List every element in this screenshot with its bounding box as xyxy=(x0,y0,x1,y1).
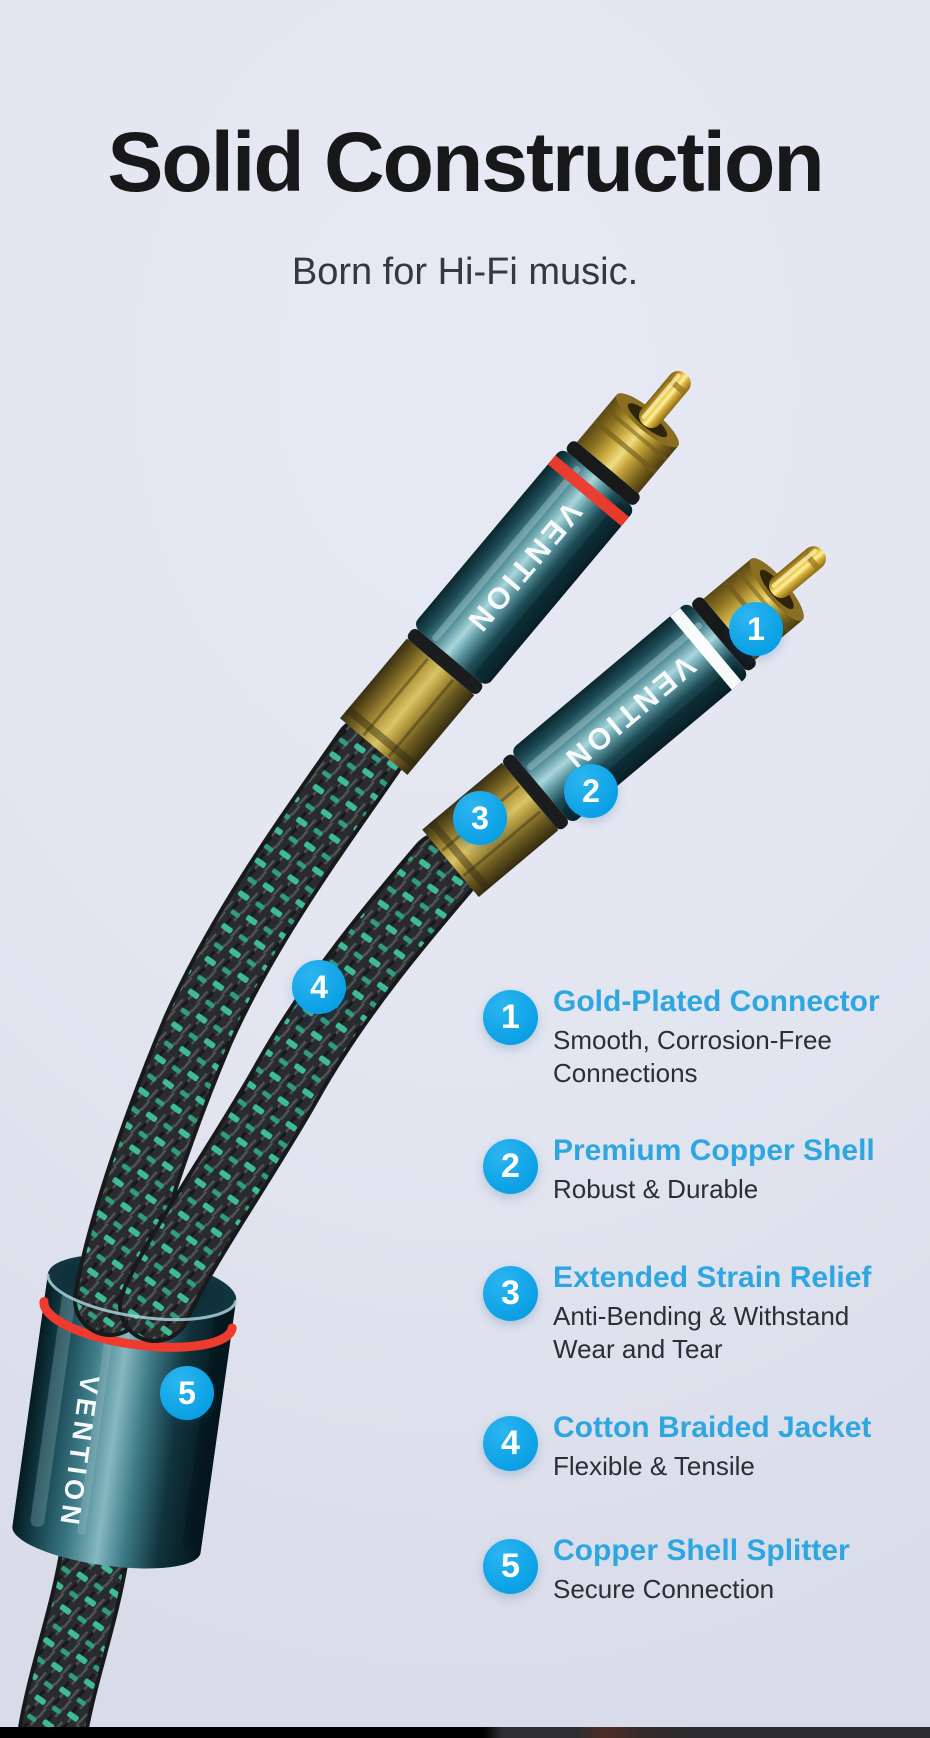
cable-splitter: VENTION xyxy=(12,1254,237,1569)
feature-description: Anti-Bending & Withstand Wear and Tear xyxy=(553,1301,850,1364)
feature-title: Cotton Braided Jacket xyxy=(553,1411,872,1444)
feature-description: Flexible & Tensile xyxy=(553,1451,755,1481)
cable-below-splitter xyxy=(17,1544,130,1738)
copper-shell-barrel xyxy=(416,450,633,684)
o-ring xyxy=(692,597,756,671)
callout-marker-5: 5 xyxy=(160,1366,214,1420)
braided-cable-2 xyxy=(118,831,481,1343)
strain-relief-brass xyxy=(340,638,475,775)
copper-shell-barrel xyxy=(513,604,747,821)
o-ring xyxy=(566,441,640,505)
splitter-front-rim xyxy=(46,1273,238,1321)
feature-title: Premium Copper Shell xyxy=(553,1134,875,1167)
page-title: Solid Construction xyxy=(107,115,824,209)
feature-description: Secure Connection xyxy=(553,1574,775,1604)
feature-title: Extended Strain Relief xyxy=(553,1261,872,1294)
rca-connector-upper: VENTION xyxy=(340,371,691,775)
callout-marker-2: 2 xyxy=(564,764,618,818)
feature-number-badge: 4 xyxy=(483,1416,538,1471)
page-subtitle: Born for Hi-Fi music. xyxy=(291,251,639,293)
callout-marker-4: 4 xyxy=(292,960,346,1014)
feature-number-badge: 5 xyxy=(483,1539,538,1594)
feature-number-badge: 2 xyxy=(483,1139,538,1194)
feature-title: Gold-Plated Connector xyxy=(553,985,880,1018)
feature-description: Robust & Durable xyxy=(553,1174,759,1204)
white-ring xyxy=(670,607,742,690)
braided-cable-1 xyxy=(73,715,406,1337)
feature-number-badge: 1 xyxy=(483,990,538,1045)
splitter-red-ring xyxy=(39,1297,237,1352)
o-ring xyxy=(407,629,483,694)
o-ring xyxy=(503,754,568,830)
rca-connector-lower: VENTION xyxy=(422,546,826,897)
feature-title: Copper Shell Splitter xyxy=(553,1534,850,1567)
feature-description: Smooth, Corrosion-Free Connections xyxy=(553,1025,832,1088)
page-bottom-divider xyxy=(0,1727,930,1738)
red-ring xyxy=(547,455,630,527)
callout-marker-3: 3 xyxy=(453,791,507,845)
callout-marker-1: 1 xyxy=(729,602,783,656)
feature-number-badge: 3 xyxy=(483,1266,538,1321)
